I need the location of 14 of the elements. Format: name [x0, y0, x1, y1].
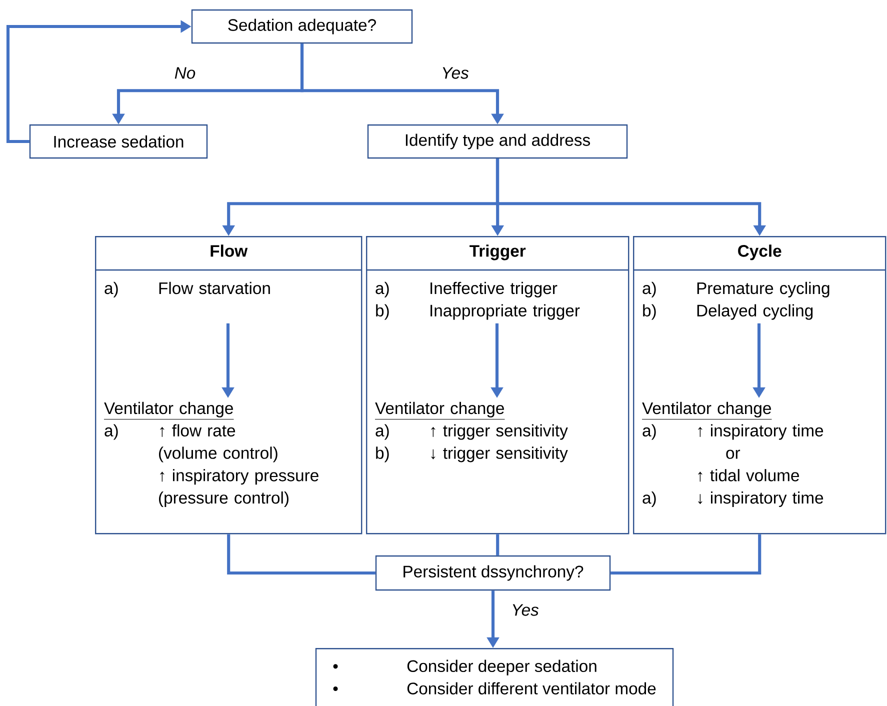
process-box: Identify type and address — [367, 124, 628, 159]
ventilator-change-list: Ventilator change a) ↑ inspiratory time or ↑ tidal volume a) ↓ inspiratory time — [642, 402, 824, 507]
edge-label: Yes — [440, 66, 470, 80]
problem-list: a) Ineffective trigger b) Inappropriate trigger — [376, 282, 580, 320]
edge-label: Yes — [510, 602, 540, 618]
process-box: Persistent dssynchrony? — [375, 555, 611, 591]
process-box: • Consider deeper sedation • Consider different ventilator mode — [315, 648, 674, 706]
problem-list: a) Premature cycling b) Delayed cycling — [642, 282, 830, 320]
problem-list: a) Flow starvation — [104, 282, 270, 298]
process-box: Sedation adequate? — [191, 9, 413, 44]
process-box: Increase sedation — [29, 124, 208, 159]
ventilator-change-list: Ventilator change a) ↑ trigger sensitivity b) ↓ trigger sensitivity — [374, 402, 568, 462]
edge-label: No — [173, 66, 197, 80]
ventilator-change-list: Ventilator change a) ↑ flow rate (volume control) ↑ inspiratory pressure (pressure control) — [104, 402, 318, 507]
